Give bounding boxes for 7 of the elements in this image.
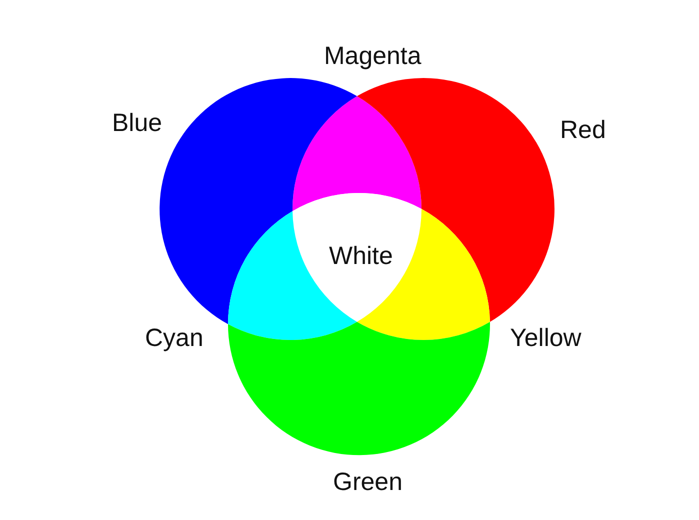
region-label: White [328,244,393,270]
region-label: Red [560,118,606,144]
region-label: Yellow [510,326,582,352]
region-label: Cyan [145,326,204,352]
region-label: Blue [112,111,162,136]
region-label: Green [333,470,402,496]
region-label: Magenta [324,44,422,68]
